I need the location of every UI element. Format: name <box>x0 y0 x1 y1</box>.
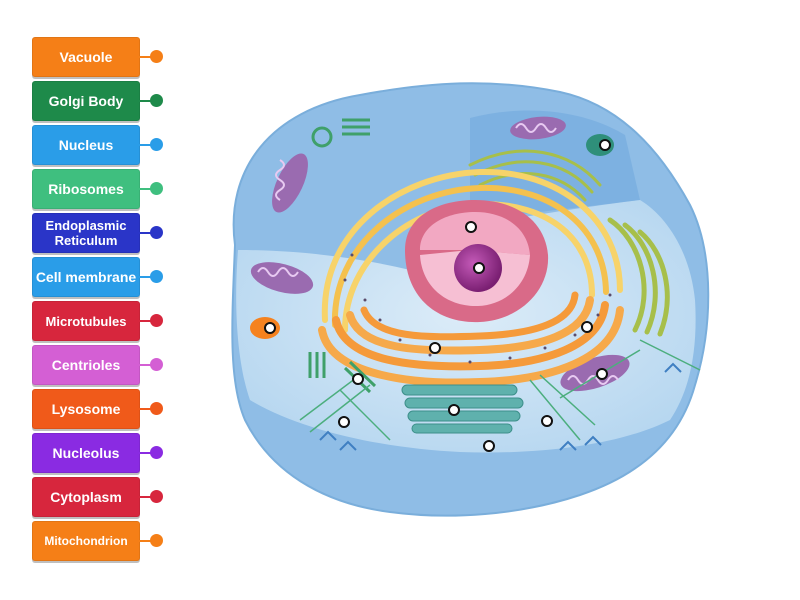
golgi-apparatus <box>401 384 524 434</box>
connector-dot <box>150 314 163 327</box>
mitochondrion-right <box>560 354 630 392</box>
label-box[interactable]: Endoplasmic Reticulum <box>32 213 140 253</box>
label-box[interactable]: Golgi Body <box>32 81 140 121</box>
target-ribosomes[interactable] <box>429 342 441 354</box>
connector-dot <box>150 270 163 283</box>
connector-line <box>139 188 153 190</box>
connector-line <box>139 452 153 454</box>
target-microtubules[interactable] <box>338 416 350 428</box>
connector-dot <box>150 446 163 459</box>
nucleus <box>405 200 549 323</box>
label-lysosome[interactable]: Lysosome <box>32 389 172 429</box>
label-box[interactable]: Vacuole <box>32 37 140 77</box>
connector-dot <box>150 358 163 371</box>
target-centrioles[interactable] <box>352 373 364 385</box>
golgi-right <box>607 217 670 337</box>
mitochondrion-mid-left <box>250 262 314 294</box>
label-cytoplasm[interactable]: Cytoplasm <box>32 477 172 517</box>
connector-line <box>139 56 153 58</box>
label-mitochondrion[interactable]: Mitochondrion <box>32 521 172 561</box>
target-mitochondrion[interactable] <box>596 368 608 380</box>
centriole-upper <box>311 118 370 148</box>
label-box[interactable]: Nucleolus <box>32 433 140 473</box>
connector-dot <box>150 50 163 63</box>
connector-dot <box>150 138 163 151</box>
connector-dot <box>150 490 163 503</box>
golgi-upper <box>468 149 602 202</box>
connector-line <box>139 276 153 278</box>
label-nucleolus[interactable]: Nucleolus <box>32 433 172 473</box>
target-cell-membrane[interactable] <box>541 415 553 427</box>
label-ribosomes[interactable]: Ribosomes <box>32 169 172 209</box>
connector-line <box>139 100 153 102</box>
connector-dot <box>150 534 163 547</box>
connector-dot <box>150 226 163 239</box>
label-microtubules[interactable]: Microtubules <box>32 301 172 341</box>
target-golgi-body[interactable] <box>448 404 460 416</box>
connector-line <box>139 144 153 146</box>
label-golgi-body[interactable]: Golgi Body <box>32 81 172 121</box>
target-nucleolus[interactable] <box>473 262 485 274</box>
label-box[interactable]: Cell membrane <box>32 257 140 297</box>
mitochondrion-top <box>510 116 566 140</box>
label-box[interactable]: Ribosomes <box>32 169 140 209</box>
label-box[interactable]: Nucleus <box>32 125 140 165</box>
label-vacuole[interactable]: Vacuole <box>32 37 172 77</box>
connector-line <box>139 496 153 498</box>
label-box[interactable]: Microtubules <box>32 301 140 341</box>
connector-line <box>139 540 153 542</box>
label-cell-membrane[interactable]: Cell membrane <box>32 257 172 297</box>
connector-line <box>139 320 153 322</box>
ribosomes <box>343 253 612 364</box>
target-vacuole[interactable] <box>599 139 611 151</box>
mitochondrion-left <box>272 153 308 213</box>
connector-line <box>139 364 153 366</box>
label-endoplasmic-reticulum[interactable]: Endoplasmic Reticulum <box>32 213 172 253</box>
label-box[interactable]: Cytoplasm <box>32 477 140 517</box>
label-nucleus[interactable]: Nucleus <box>32 125 172 165</box>
target-cytoplasm[interactable] <box>483 440 495 452</box>
connector-line <box>139 232 153 234</box>
connector-dot <box>150 182 163 195</box>
label-list: Vacuole Golgi Body Nucleus Ribosomes End… <box>32 37 172 565</box>
target-endoplasmic-reticulum[interactable] <box>581 321 593 333</box>
connector-line <box>139 408 153 410</box>
cytoskeleton-fibers <box>319 362 682 451</box>
connector-dot <box>150 94 163 107</box>
label-centrioles[interactable]: Centrioles <box>32 345 172 385</box>
label-box[interactable]: Mitochondrion <box>32 521 140 561</box>
target-nucleus[interactable] <box>465 221 477 233</box>
label-box[interactable]: Centrioles <box>32 345 140 385</box>
target-lysosome[interactable] <box>264 322 276 334</box>
connector-dot <box>150 402 163 415</box>
label-box[interactable]: Lysosome <box>32 389 140 429</box>
